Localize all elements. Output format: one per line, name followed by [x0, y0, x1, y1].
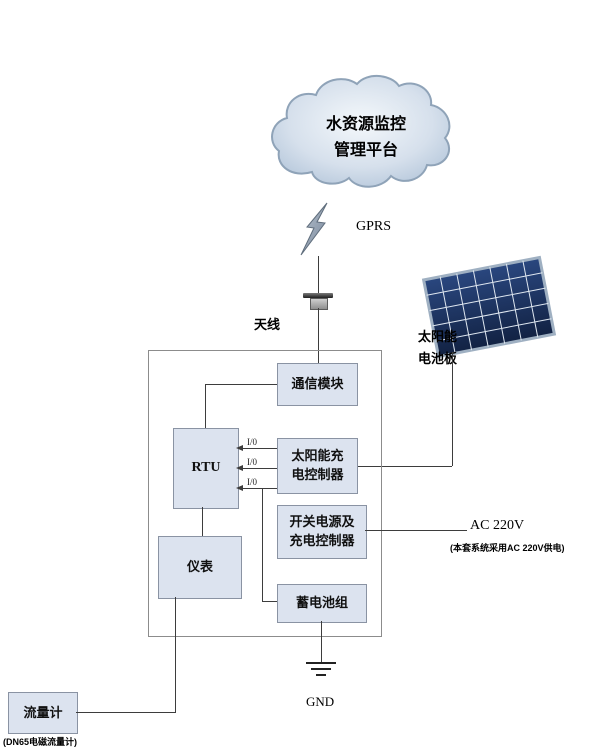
solar-controller-label-line2: 电控制器: [291, 467, 344, 482]
cloud-icon: [271, 75, 451, 188]
gnd-symbol-bar1: [306, 662, 336, 664]
solar-controller-label-line1: 太阳能充: [291, 448, 344, 464]
cloud-label-line1: 水资源监控: [325, 116, 406, 133]
flow-meter-box: 流量计: [8, 692, 78, 734]
connector-psu-ac: [365, 530, 467, 531]
io-label-2: I/0: [247, 457, 257, 467]
connector-solar-down: [452, 352, 453, 466]
battery-box: 蓄电池组: [277, 584, 367, 623]
connector-bus-battery-h: [262, 601, 277, 602]
solar-panel-label-line2: 电池板: [418, 351, 458, 366]
cloud-platform-label: 水资源监控 管理平台: [296, 112, 436, 164]
connector-antenna-comm: [318, 308, 319, 363]
connector-battery-gnd: [321, 621, 322, 662]
gnd-symbol-bar3: [316, 674, 326, 676]
cloud-label-line2: 管理平台: [333, 142, 398, 159]
io-arrow-1-line: [241, 448, 277, 449]
solar-panel-icon: [421, 255, 557, 359]
io-label-3: I/0: [247, 477, 257, 487]
io-label-1: I/0: [247, 437, 257, 447]
antenna-base-icon: [310, 298, 328, 310]
antenna-label: 天线: [254, 317, 281, 332]
lightning-icon: [300, 202, 328, 256]
psu-label-line2: 充电控制器: [289, 533, 355, 548]
cabinet-enclosure: [148, 350, 382, 637]
ac-note-label: (本套系统采用AC 220V供电): [450, 543, 565, 553]
connector-rtu-instrument: [202, 507, 203, 536]
comm-module-box: 通信模块: [277, 363, 358, 406]
io-arrow-1-head: [236, 445, 243, 451]
connector-bolt-antenna: [318, 256, 319, 293]
connector-comm-rtu-h: [205, 384, 277, 385]
io-arrow-2-line: [241, 468, 277, 469]
flow-meter-note: (DN65电磁流量计): [3, 737, 78, 747]
connector-comm-rtu-v: [205, 384, 206, 428]
io-arrow-2-head: [236, 465, 243, 471]
connector-flowmeter-v: [175, 597, 176, 713]
psu-label-line1: 开关电源及: [289, 514, 355, 530]
connector-solar-to-controller: [356, 466, 452, 467]
solar-controller-box: 太阳能充 电控制器: [277, 438, 358, 494]
gnd-symbol-bar2: [311, 668, 331, 670]
io-arrow-3-line: [241, 488, 277, 489]
solar-panel-label-line1: 太阳能: [418, 329, 458, 344]
rtu-label: RTU: [191, 460, 221, 476]
instrument-label: 仪表: [186, 559, 213, 575]
comm-module-label: 通信模块: [291, 376, 344, 392]
ac-power-label: AC 220V: [470, 518, 525, 533]
connector-bus-battery-v: [262, 488, 263, 602]
gnd-label: GND: [306, 694, 335, 709]
flow-meter-label: 流量计: [23, 704, 63, 720]
connector-flowmeter-h: [76, 712, 175, 713]
gprs-label: GPRS: [356, 219, 392, 234]
psu-controller-box: 开关电源及 充电控制器: [277, 505, 367, 559]
instrument-box: 仪表: [158, 536, 242, 599]
io-arrow-3-head: [236, 485, 243, 491]
antenna-icon: [303, 293, 333, 298]
battery-label: 蓄电池组: [295, 595, 348, 611]
rtu-box: RTU: [173, 428, 239, 509]
